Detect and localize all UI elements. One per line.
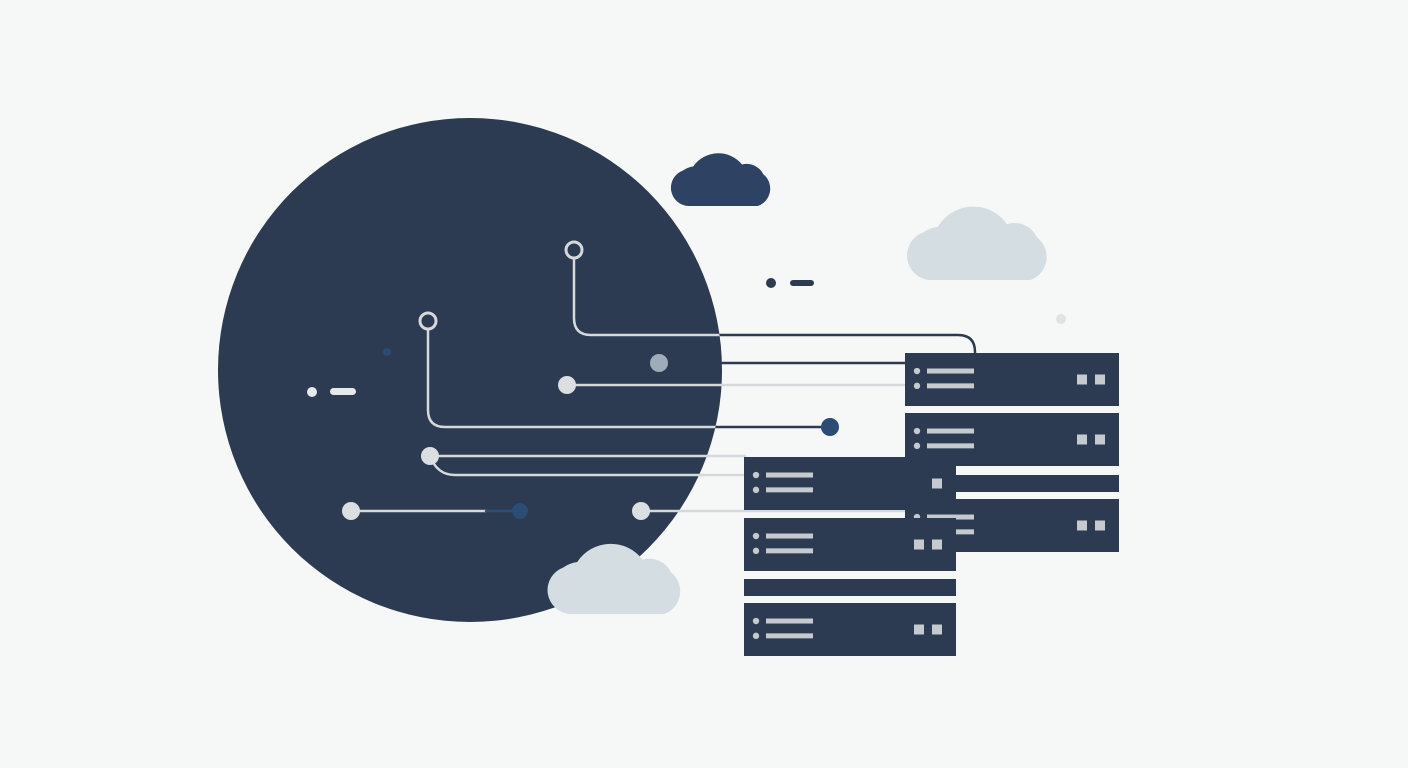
node-mid-upper-icon — [650, 354, 668, 372]
indicator-square-icon — [1077, 520, 1087, 531]
indicator-square-icon — [914, 539, 924, 550]
drive-bay-bar — [766, 487, 813, 493]
indicator-square-icon — [1095, 374, 1105, 385]
drive-bay-bar — [927, 368, 974, 374]
server-right-1 — [905, 353, 1119, 406]
status-led-icon — [913, 382, 921, 390]
server-left-1 — [744, 457, 956, 510]
node-end-navy-icon — [821, 418, 839, 436]
indicator-square-icon — [1077, 374, 1087, 385]
dash-mark-top — [766, 278, 814, 288]
indicator-square-icon — [1077, 434, 1087, 445]
drive-bay-bar — [927, 514, 974, 520]
server-right-3 — [905, 475, 1119, 492]
status-led-icon — [752, 471, 760, 479]
indicator-square-icon — [932, 478, 942, 489]
status-led-icon — [752, 486, 760, 494]
indicator-square-icon — [1095, 520, 1105, 531]
node-mid-icon — [558, 376, 576, 394]
faint-dot — [1056, 314, 1066, 324]
ring-node-top-icon — [564, 240, 584, 260]
server-body — [744, 457, 956, 510]
dash-dot — [766, 278, 776, 288]
dash-marks — [307, 278, 1066, 397]
drive-bay-bar — [766, 618, 813, 624]
server-body — [744, 579, 956, 596]
node-lower-left-icon — [342, 502, 360, 520]
status-led-icon — [913, 442, 921, 450]
cloud-light-bottom-icon — [547, 543, 681, 614]
status-led-icon — [752, 547, 760, 555]
connection-top-outside — [572, 256, 977, 356]
globe — [218, 118, 722, 622]
drive-bay-bar — [766, 472, 813, 478]
node-lower-right-icon — [632, 502, 650, 520]
server-body — [744, 603, 956, 656]
server-body — [905, 475, 1119, 492]
status-led-icon — [752, 532, 760, 540]
blue-dot — [383, 348, 391, 356]
ring-node-left-icon — [418, 311, 438, 331]
indicator-square-icon — [1095, 434, 1105, 445]
cloud-dark-top-icon — [670, 153, 771, 206]
dash-mark-left — [307, 387, 356, 397]
server-stack-right — [905, 353, 1119, 552]
server-stack-left — [744, 457, 956, 656]
dash-bar — [790, 280, 814, 286]
drive-bay-bar — [927, 443, 974, 449]
server-left-3 — [744, 579, 956, 596]
cloud-light-right-icon — [907, 206, 1047, 280]
node-lower-left-fade-icon — [512, 503, 528, 519]
status-led-icon — [913, 427, 921, 435]
clouds — [547, 153, 1047, 614]
indicator-square-icon — [932, 539, 942, 550]
drive-bay-bar — [927, 428, 974, 434]
status-led-icon — [752, 617, 760, 625]
server-left-2 — [744, 518, 956, 571]
status-led-icon — [752, 632, 760, 640]
drive-bay-bar — [927, 383, 974, 389]
indicator-square-icon — [914, 624, 924, 635]
server-left-4 — [744, 603, 956, 656]
dash-bar — [330, 388, 356, 395]
drive-bay-bar — [766, 533, 813, 539]
node-double-icon — [421, 447, 439, 465]
dash-dot — [307, 387, 317, 397]
connection-nodes — [342, 240, 839, 520]
connection-long-outside — [426, 328, 832, 429]
server-body — [744, 518, 956, 571]
drive-bay-bar — [766, 548, 813, 554]
status-led-icon — [913, 367, 921, 375]
drive-bay-bar — [766, 633, 813, 639]
indicator-square-icon — [932, 624, 942, 635]
globe-circle — [218, 118, 722, 622]
